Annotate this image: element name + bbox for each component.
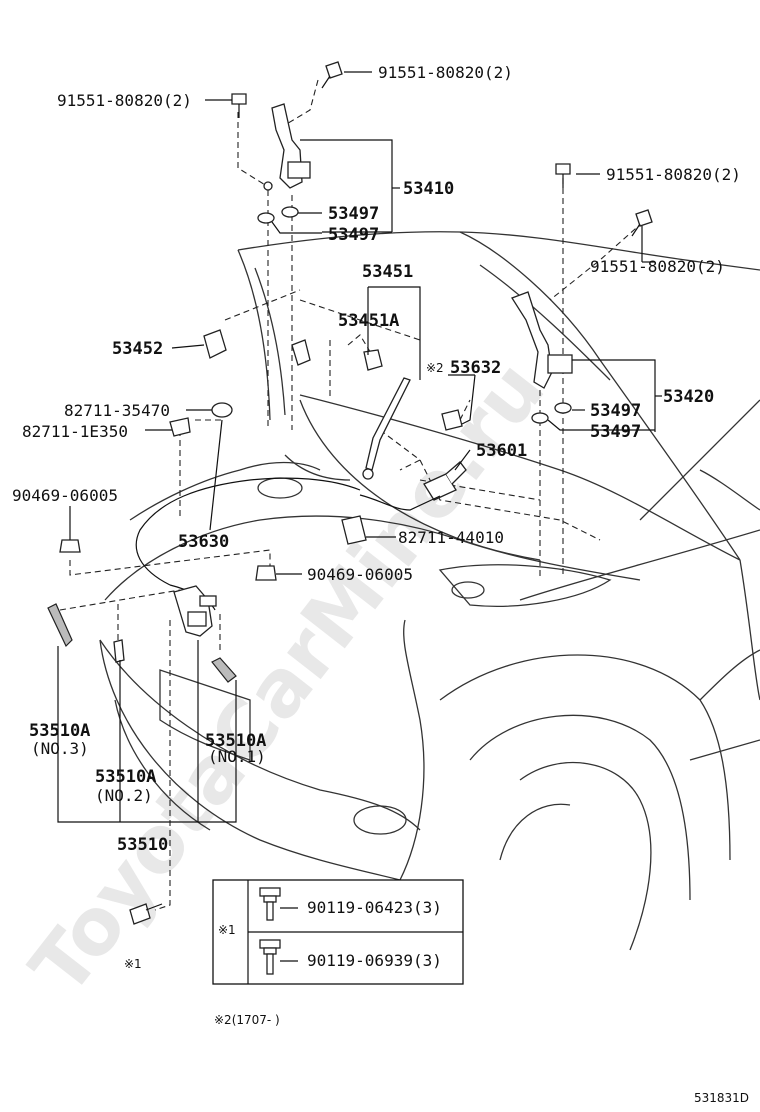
label-bolt-hinge-r-a: 91551-80820(2) <box>606 165 741 184</box>
diagram-code: 531831D <box>694 1091 749 1105</box>
label-washer-l-a: 53497 <box>328 204 379 224</box>
label-bolt-hinge-l: 91551-80820(2) <box>57 91 192 110</box>
label-lock-no2: 53510A <box>95 767 156 787</box>
leader-lines <box>57 71 662 823</box>
bolt-right-b <box>631 209 653 237</box>
hinge-right <box>511 291 573 424</box>
label-rod-holder: 53452 <box>112 339 163 359</box>
label-switch: 53632 <box>450 358 501 378</box>
legend-bolt-b: 90119-06939(3) <box>307 951 442 970</box>
label-clip-b: 90469-06005 <box>307 565 413 584</box>
label-support-rod: 53451 <box>362 262 413 282</box>
rod-holder <box>203 329 227 359</box>
legend-bolt-a: 90119-06423(3) <box>307 898 442 917</box>
hood-switch <box>441 409 463 431</box>
lock-spring-no3 <box>47 603 73 648</box>
label-clamp-c: 82711-44010 <box>398 528 504 547</box>
footnote: ※2(1707- ) <box>214 1013 280 1027</box>
label-washer-r-b: 53497 <box>590 422 641 442</box>
label-switch-note: ※2 <box>426 361 444 375</box>
label-lock-no1: 53510A <box>205 731 266 751</box>
label-lock-assy: 53510 <box>117 835 168 855</box>
label-lock-no3: 53510A <box>29 721 90 741</box>
label-lock-no3-note: (NO.3) <box>31 739 89 758</box>
label-support-rod-a: 53451A <box>338 311 399 331</box>
label-clamp-b: 82711-1E350 <box>22 422 128 441</box>
clips <box>59 539 277 581</box>
label-bolt-hinge-l-top: 91551-80820(2) <box>378 63 513 82</box>
label-hinge-r: 53420 <box>663 387 714 407</box>
lock-striker-no2 <box>113 639 125 663</box>
legend-mark: ※1 <box>218 923 236 937</box>
label-washer-l-b: 53497 <box>328 225 379 245</box>
label-cable-front: 53601 <box>476 441 527 461</box>
lock-bolt <box>129 903 163 925</box>
hood-lock-control-cable-front <box>423 461 467 501</box>
hinge-left <box>257 103 311 224</box>
clamps <box>169 402 367 545</box>
bolt-legend-box: ※1 90119-06423(3) 90119-06939(3) <box>212 879 464 985</box>
label-clamp-a: 82711-35470 <box>64 401 170 420</box>
support-bracket <box>291 339 311 366</box>
label-washer-r-a: 53497 <box>590 401 641 421</box>
bolt-left-a <box>231 93 247 118</box>
label-lock-no2-note: (NO.2) <box>95 786 153 805</box>
bolt-right-a <box>555 163 571 188</box>
label-bolt-hinge-r-b: 91551-80820(2) <box>590 257 725 276</box>
label-clip: 90469-06005 <box>12 486 118 505</box>
label-hinge-l: 53410 <box>403 179 454 199</box>
car-body-outline <box>99 231 760 951</box>
label-bolt-note: ※1 <box>124 957 142 971</box>
hood-lock <box>173 585 217 637</box>
legend-bolt-b-icon <box>259 939 298 975</box>
legend-bolt-a-icon <box>259 887 298 921</box>
bolt-left-b <box>321 61 343 89</box>
label-release-cable: 53630 <box>178 532 229 552</box>
label-lock-no1-note: (NO.1) <box>208 747 266 766</box>
lock-spring-no1 <box>211 657 237 683</box>
